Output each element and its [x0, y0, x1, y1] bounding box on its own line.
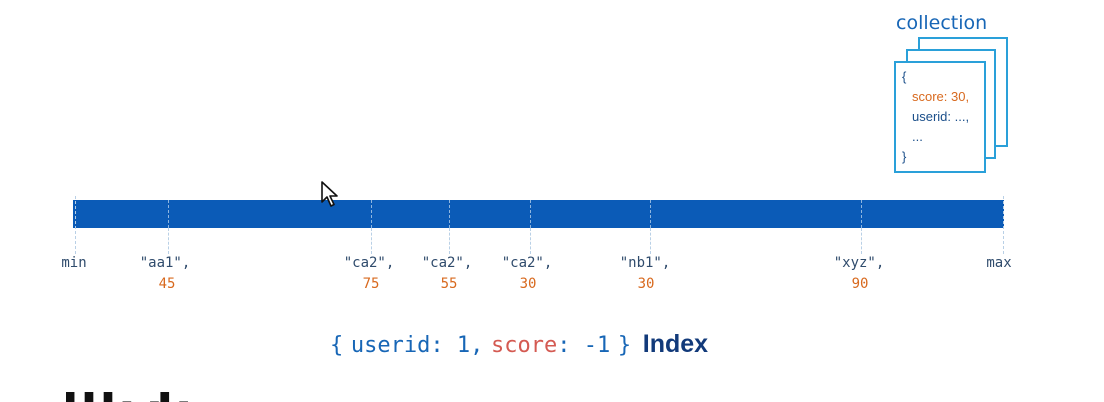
index-bar [73, 200, 1004, 228]
cropped-heading-fragment: ▌▌▌▖▗▌▖ [66, 392, 198, 402]
caption-userid-rest: : 1, [430, 333, 484, 358]
tick-entry-5-below [861, 228, 862, 254]
entry-key-4: "nb1", [619, 255, 671, 271]
doc-score-value: 30, [951, 89, 970, 104]
doc-open-brace: { [902, 69, 907, 84]
tick-entry-4 [650, 200, 651, 228]
tick-entry-2 [449, 200, 450, 228]
caption-userid-key: userid [350, 333, 431, 358]
tick-min [75, 196, 76, 254]
entry-score-4: 30 [637, 276, 655, 292]
entry-score-1: 75 [362, 276, 380, 292]
doc-ellipsis-line: ... [912, 129, 923, 144]
document-card-front: { score: 30, userid: ..., ... } [894, 61, 986, 173]
min-label: min [61, 255, 87, 271]
mouse-pointer-icon [321, 181, 338, 207]
doc-userid-line: userid: ..., [912, 109, 970, 124]
index-definition-caption: { userid: 1, score: -1 } Index [330, 330, 708, 359]
caption-index-word: Index [642, 330, 709, 358]
entry-score-0: 45 [158, 276, 176, 292]
collection-stack: collection { score: 30, userid: ..., ...… [886, 10, 1026, 178]
tick-max [1003, 196, 1004, 254]
caption-open-brace: { [330, 333, 344, 358]
tick-entry-0-below [168, 228, 169, 254]
caption-score-rest: : -1 [557, 333, 611, 358]
tick-entry-1 [371, 200, 372, 228]
cropped-heading-glyphs: ▌▌▌▖▗▌▖ [66, 392, 198, 402]
doc-close-brace: } [902, 149, 907, 164]
tick-entry-1-below [371, 228, 372, 254]
max-label: max [986, 255, 1012, 271]
caption-close-brace: } [617, 333, 632, 358]
tick-entry-4-below [650, 228, 651, 254]
entry-key-3: "ca2", [501, 255, 553, 271]
collection-title: collection [896, 12, 988, 34]
entry-score-5: 90 [851, 276, 869, 292]
doc-score-key: score: [912, 89, 948, 104]
tick-entry-5 [861, 200, 862, 228]
entry-score-3: 30 [519, 276, 537, 292]
tick-entry-3-below [530, 228, 531, 254]
entry-key-2: "ca2", [421, 255, 473, 271]
entry-key-5: "xyz", [833, 255, 885, 271]
tick-entry-0 [168, 200, 169, 228]
doc-score-line: score: 30, [902, 87, 984, 107]
entry-key-0: "aa1", [139, 255, 191, 271]
tick-entry-3 [530, 200, 531, 228]
caption-score-key: score [491, 333, 558, 358]
entry-key-1: "ca2", [343, 255, 395, 271]
entry-score-2: 55 [440, 276, 458, 292]
tick-entry-2-below [449, 228, 450, 254]
